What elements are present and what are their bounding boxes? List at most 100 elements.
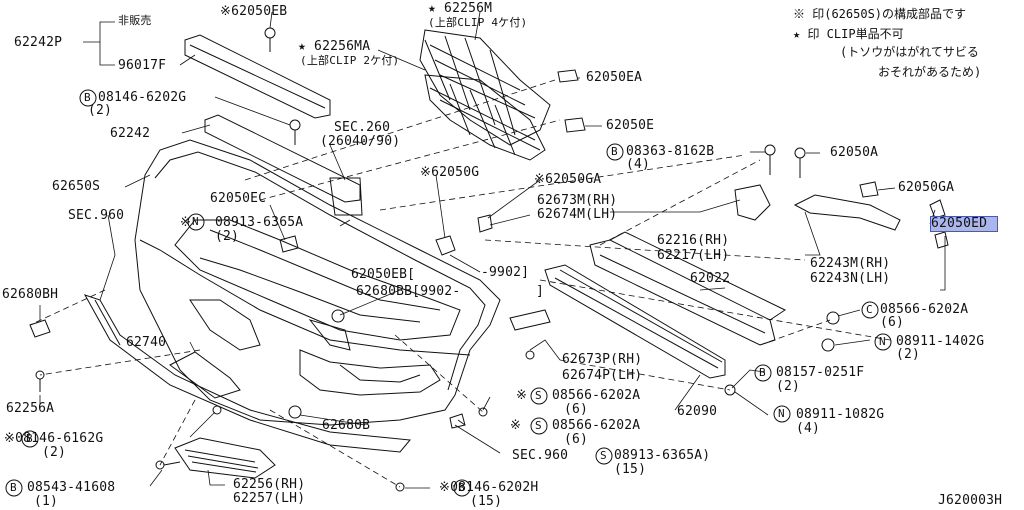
label-qty-4a: (4) [626, 157, 651, 172]
label-08543-41608[interactable]: 08543-41608 [27, 480, 116, 495]
label-sec960-left[interactable]: SEC.960 [68, 208, 125, 223]
label-asterisk-3: ※ [510, 418, 522, 433]
label-qty-2b: (2) [215, 229, 240, 244]
label-62740[interactable]: 62740 [126, 335, 167, 350]
label-62680B[interactable]: 62680B [322, 418, 371, 433]
clip-62050GA-right [859, 181, 879, 198]
circle-B-5: B [10, 481, 17, 494]
label-62243N[interactable]: 62243N(LH) [810, 271, 891, 286]
label-qty-15b: (15) [470, 494, 503, 509]
label-08146-6202H[interactable]: ※08146-6202H [439, 480, 539, 495]
retainer-62242P [184, 34, 331, 119]
trim-62673P [509, 309, 551, 331]
label-62050EA[interactable]: 62050EA [586, 70, 643, 85]
circle-markers [5, 89, 892, 497]
label-not-for-sale: 非販売 [118, 14, 152, 27]
circle-N-3: N [778, 407, 785, 420]
label-sec960-low[interactable]: SEC.960 [512, 448, 569, 463]
absorber-62090 [544, 264, 726, 379]
label-62217[interactable]: 62217(LH) [657, 248, 730, 263]
label-08146-6202G[interactable]: 08146-6202G [98, 90, 187, 105]
vent-62256 [174, 437, 276, 479]
label-qty-2c: (2) [896, 347, 921, 362]
clip-62050E [564, 117, 586, 133]
label-qty-6b: (6) [564, 402, 589, 417]
clip-62050EA [557, 69, 579, 83]
label-62256[interactable]: 62256(RH) [233, 477, 306, 492]
note-reason-1: (トソウがはがれてサビる [840, 45, 979, 59]
label-62242[interactable]: 62242 [110, 126, 151, 141]
label-08911-1082G[interactable]: 08911-1082G [796, 407, 885, 422]
label-08363-8162B[interactable]: 08363-8162B [626, 144, 715, 159]
label-08566-6202A-right[interactable]: 08566-6202A [880, 302, 969, 317]
note-asterisk: ※ 印(62650S)の構成部品です [793, 7, 967, 21]
label-62680BB[interactable]: 62680BB[9902- [356, 284, 461, 299]
circle-N-2: N [879, 335, 886, 348]
label-62022[interactable]: 62022 [690, 271, 731, 286]
label-62050EB-top[interactable]: ※62050EB [220, 4, 288, 19]
diagram-code: J620003H [938, 493, 1003, 508]
label-62050EB-mid[interactable]: 62050EB[ [351, 267, 416, 282]
label-62243M[interactable]: 62243M(RH) [810, 256, 891, 271]
spoiler-62740 [169, 351, 241, 399]
grille-62256M [419, 29, 551, 161]
label-62050G[interactable]: ※62050G [420, 165, 480, 180]
label-asterisk-2: ※ [516, 388, 528, 403]
label-62680BH[interactable]: 62680BH [2, 287, 59, 302]
label-bracket-close: ] [536, 284, 545, 299]
label-96017F[interactable]: 96017F [118, 58, 167, 73]
leader-lines [29, 11, 946, 489]
label-62050GA-right[interactable]: 62050GA [898, 180, 955, 195]
circle-S-1: S [535, 389, 542, 402]
label-62242P[interactable]: 62242P [14, 35, 63, 50]
label-asterisk-1: ※ [180, 215, 192, 230]
label-62256M-sub: (上部CLIP 4ケ付) [428, 16, 528, 29]
label-62257[interactable]: 62257(LH) [233, 491, 306, 506]
label-62050ED[interactable]: 62050ED [930, 216, 998, 232]
label-62050E[interactable]: 62050E [606, 118, 655, 133]
label-62650S[interactable]: 62650S [52, 179, 101, 194]
label-qty-6c: (6) [564, 432, 589, 447]
label-62050A[interactable]: 62050A [830, 145, 879, 160]
label-08911-1402G[interactable]: 08911-1402G [896, 334, 985, 349]
label-62674P[interactable]: 62674P(LH) [562, 368, 643, 383]
circle-S-2: S [535, 419, 542, 432]
label-08913-6365A[interactable]: 08913-6365A [215, 215, 304, 230]
bumper-fascia [134, 139, 501, 426]
label-range-9902: -9902] [481, 265, 530, 280]
label-62050EC[interactable]: 62050EC [210, 191, 267, 206]
label-08566-6202A-low[interactable]: 08566-6202A [552, 418, 641, 433]
label-08913-6365A-low[interactable]: 08913-6365A) [614, 448, 711, 463]
circle-B-3: B [759, 366, 766, 379]
clip-62050G [435, 235, 456, 256]
label-62256A[interactable]: 62256A [6, 401, 55, 416]
clip-62050GA [477, 214, 493, 233]
label-62673P[interactable]: 62673P(RH) [562, 352, 643, 367]
label-qty-2d: (2) [776, 379, 801, 394]
label-sec260[interactable]: SEC.260 [334, 120, 391, 135]
circle-N-1: N [192, 215, 199, 228]
circle-C-1: C [866, 303, 873, 316]
note-star: ★ 印 CLIP単品不可 [793, 27, 904, 41]
label-62090[interactable]: 62090 [677, 404, 718, 419]
label-62673M[interactable]: 62673M(RH) [537, 193, 618, 208]
label-08157-0251F[interactable]: 08157-0251F [776, 365, 865, 380]
label-qty-2a: (2) [88, 103, 113, 118]
label-62216[interactable]: 62216(RH) [657, 233, 730, 248]
stay-62216 [734, 184, 771, 221]
label-08146-6162G[interactable]: ※08146-6162G [4, 431, 104, 446]
label-62050GA-mid[interactable]: ※62050GA [534, 172, 602, 187]
label-qty-1: (1) [34, 494, 59, 509]
stay-62243M [793, 194, 901, 231]
circle-S-3: S [600, 449, 607, 462]
note-reason-2: おそれがあるため) [878, 65, 982, 79]
label-62256M[interactable]: ★ 62256M [428, 1, 493, 16]
label-sec260-sub: (26040/90) [320, 134, 401, 149]
circle-B-1: B [84, 91, 91, 104]
label-62674M[interactable]: 62674M(LH) [537, 207, 618, 222]
label-qty-6a: (6) [880, 315, 905, 330]
label-qty-4b: (4) [796, 421, 821, 436]
label-08566-6202A-mid[interactable]: 08566-6202A [552, 388, 641, 403]
label-62256MA[interactable]: ★ 62256MA [298, 39, 371, 54]
